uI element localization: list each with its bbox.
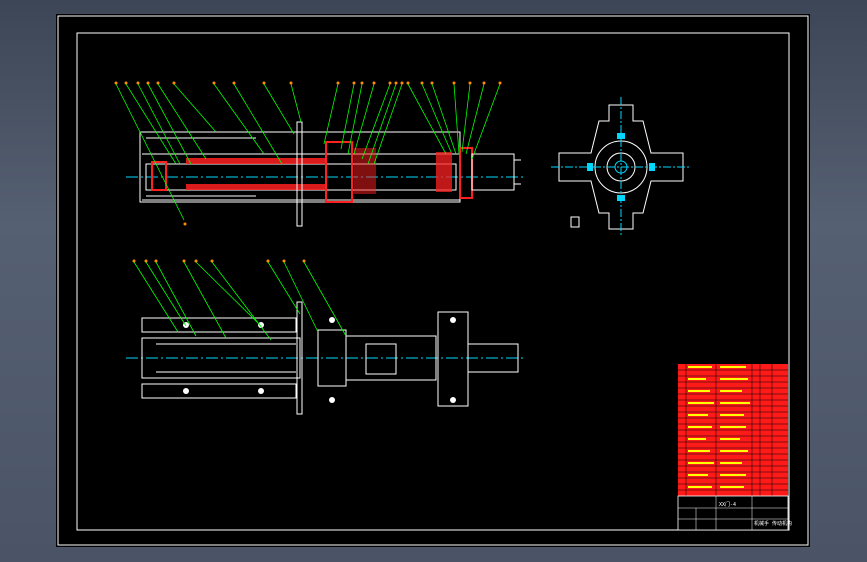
slide-body (141, 337, 301, 379)
leader-lines (133, 261, 347, 341)
drawing-canvas: XX门-4 机械手 传动机构 (57, 15, 809, 546)
top-view (126, 259, 526, 415)
item-balloons (132, 259, 306, 263)
guide-rail-upper (141, 317, 297, 333)
item-balloons (114, 81, 502, 226)
output-shaft (467, 343, 519, 373)
end-view (551, 97, 691, 237)
nut-housing (325, 141, 353, 203)
drawing-sheet: XX门-4 机械手 传动机构 (56, 14, 810, 547)
section-view (114, 81, 526, 227)
part-name: 机械手 传动机构 (754, 520, 792, 527)
screw-section-lower (186, 184, 326, 190)
screw-section-upper (186, 158, 326, 164)
drawing-frame (76, 32, 790, 531)
bom-entries (688, 366, 750, 488)
outer-tube (139, 131, 461, 203)
guide-rail-lower (141, 383, 297, 399)
bearing-seat (436, 152, 452, 192)
bearing-block-right (437, 311, 469, 407)
bom-table (678, 364, 788, 496)
drawing-title: XX门-4 (719, 501, 736, 508)
mounting-flange (296, 121, 303, 227)
mounting-flange (296, 301, 303, 415)
cross-outline (558, 104, 684, 230)
title-block: XX门-4 机械手 传动机构 (677, 495, 792, 531)
output-shaft-housing (471, 153, 515, 191)
sheet-border (57, 15, 809, 546)
leader-lines (115, 83, 501, 221)
end-bearing-left (151, 161, 167, 191)
